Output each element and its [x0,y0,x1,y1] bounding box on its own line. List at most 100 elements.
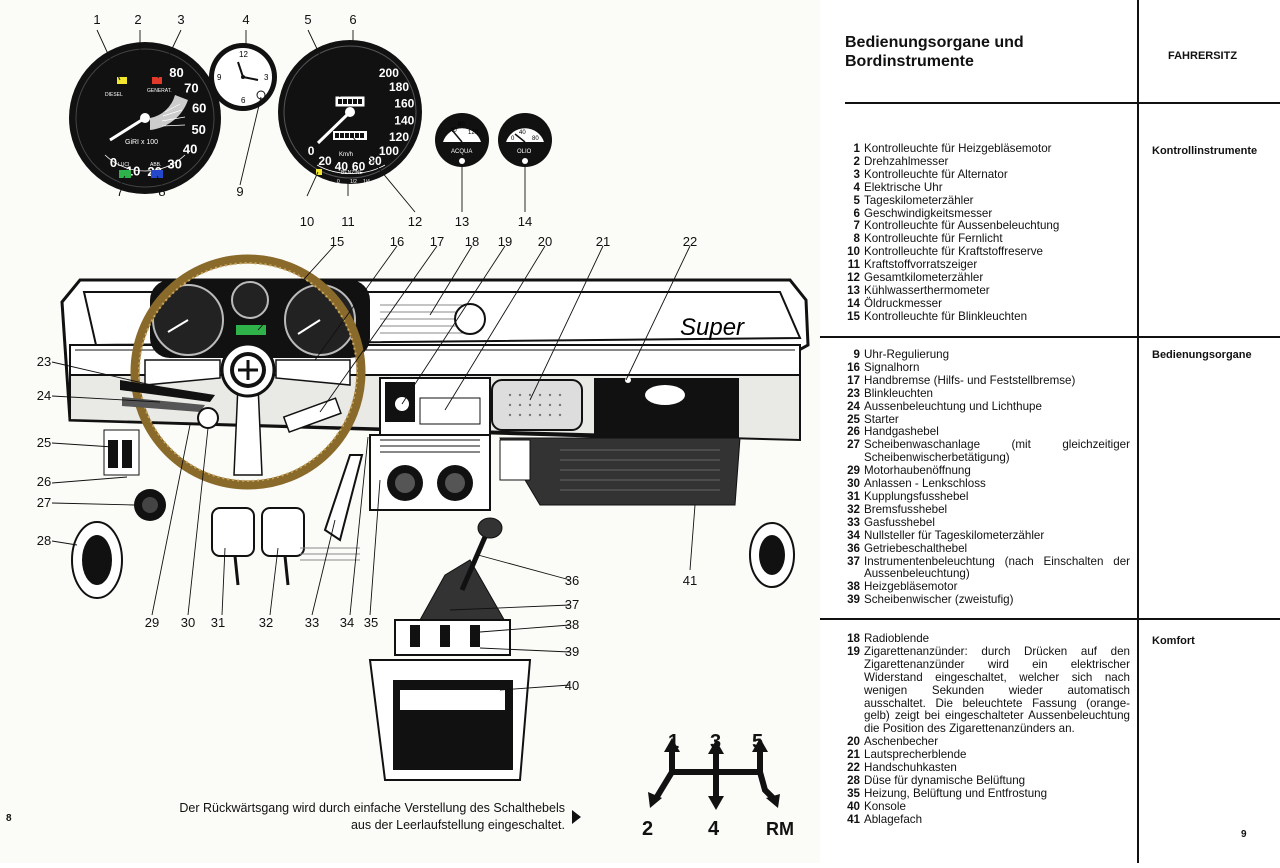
gauge-tick-label: 70 [184,80,198,95]
callout-number: 8 [158,184,165,199]
warning-lamp-red [152,77,162,84]
legend-text: Düse für dynamische Belüftung [864,773,1026,787]
callout-number: 40 [565,678,579,693]
callout-number: 34 [340,615,354,630]
clock-gauge: 12 3 6 9 [209,43,277,111]
gauge-tick-label: 0 [308,144,315,158]
legend-text: Kontrolleuchte für Kraftstoffreserve [864,245,1043,259]
callout-number: 36 [565,573,579,588]
gear-lever[interactable] [459,529,491,591]
callout-number: 22 [683,234,697,249]
callout-number: 39 [565,644,579,659]
callout-number: 2 [134,12,141,27]
gear-2: 2 [642,818,653,840]
left-page: 01020304050607080 DIESEL GENERAT. GiRI x… [6,12,810,840]
legend-number: 13 [847,283,860,297]
section-label-comfort: Komfort [1152,635,1195,647]
callout-number: 11 [341,214,355,229]
legend-item: 11 Kraftstoffvorratszeiger [845,258,1130,272]
legend-text: Kontrolleuchte für Aussenbeleuchtung [864,219,1060,233]
ignition-lock[interactable] [197,407,219,429]
legend-item: 28 Düse für dynamische Belüftung [845,773,1130,788]
legend-text: Kontrolleuchte für Fernlicht [864,232,1003,246]
callout-number: 29 [145,615,159,630]
legend-number: 32 [847,502,860,516]
legend-text: Gasfusshebel [864,515,935,529]
lamp-highbeam-blue [151,170,163,178]
callout-number: 27 [37,495,51,510]
gauge-tick-label: 160 [394,96,414,110]
tach-warn-label-1: DIESEL [105,92,123,98]
legend-text: Öldruckmesser [864,296,942,310]
oil-pressure-gauge: 0 40 80 OLIO [498,113,552,167]
legend-number: 11 [847,258,860,272]
panel-light-switch[interactable] [440,625,450,647]
legend-text: Handschuhkasten [864,761,957,775]
starter-lever[interactable] [108,440,118,468]
caption-arrow-icon [572,810,581,824]
accelerator-pedal[interactable] [323,454,364,542]
legend-text: Handgashebel [864,425,939,439]
legend-number: 28 [847,773,860,787]
gauge-tick-label: 20 [318,154,332,168]
gauge-tick-label: 80 [368,154,382,168]
gear-reverse: RM [766,819,794,839]
parcel-shelf [499,437,741,506]
legend-text: Elektrische Uhr [864,180,943,194]
legend-text: Kontrolleuchte für Blinkleuchten [864,309,1028,323]
caption-line-1: Der Rückwärtsgang wird durch einfache Ve… [179,801,565,815]
legend-number: 39 [847,593,860,607]
legend-text: Instrumentenbeleuchtung (nach Einschalte… [864,554,1130,581]
clock-adjust-knob[interactable] [256,90,266,100]
column-divider [1137,0,1139,863]
legend-text: Konsole [864,799,906,813]
wiper-switch[interactable] [470,625,480,647]
callout-number: 13 [455,214,469,229]
legend-number: 38 [847,580,860,594]
heater-fan-switch[interactable] [410,625,420,647]
fuel-scale-half: 1/2 [350,179,357,185]
gearshift-pattern: 1 2 3 4 5 RM [642,731,794,840]
title-line-2: Bordinstrumente [845,53,974,70]
legend-number: 41 [847,812,860,826]
water-tick-80: 80 [458,122,465,128]
fuel-label: BENZINE [341,170,363,176]
legend-text: Kraftstoffvorratszeiger [864,258,978,272]
callout-number: 15 [330,234,344,249]
legend-text: Gesamtkilometerzähler [864,271,984,285]
brake-pedal[interactable] [261,507,305,557]
indicator-stalk[interactable] [120,380,215,402]
water-tick-120: 120 [468,130,479,136]
gauge-tick-label: 40 [335,159,349,173]
section-label-instruments: Kontrollinstrumente [1152,145,1258,157]
callout-number: 41 [683,573,697,588]
legend-text: Uhr-Regulierung [864,348,950,361]
hand-throttle-lever[interactable] [122,440,132,468]
legend-number: 22 [847,761,860,775]
clutch-pedal[interactable] [211,507,255,557]
callout-number: 12 [408,214,422,229]
handbrake-handle[interactable] [282,397,342,434]
legend-text: Signalhorn [864,360,920,374]
tach-warn-label-2: GENERAT. [147,88,172,94]
callout-number: 6 [349,12,356,27]
callout-number: 17 [430,234,444,249]
callout-number: 1 [93,12,100,27]
warning-lamp-yellow [117,77,127,84]
legend-text: Heizgebläsemotor [864,580,958,594]
steering-wheel[interactable] [130,254,366,490]
callout-number: 30 [181,615,195,630]
divider-top [845,102,1280,104]
